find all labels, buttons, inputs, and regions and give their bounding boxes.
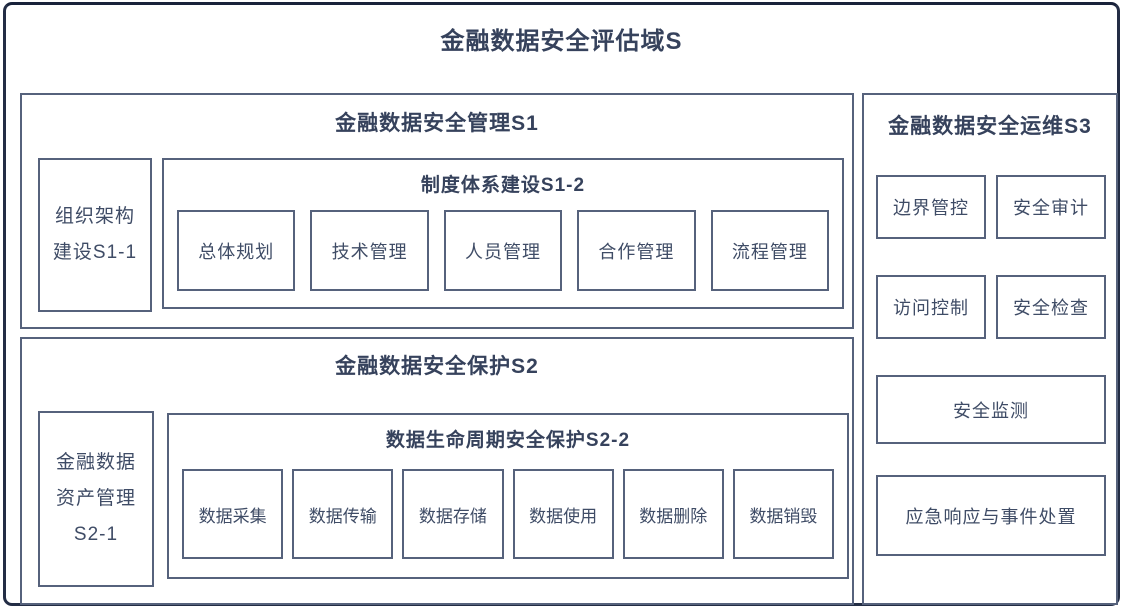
group-s1-2-items-row: 总体规划 技术管理 人员管理 合作管理 流程管理	[177, 210, 830, 291]
s3-item-security-monitoring: 安全监测	[876, 375, 1106, 444]
s2-2-item: 数据存储	[402, 469, 504, 559]
box-s2-1-data-asset-mgmt: 金融数据 资产管理 S2-1	[38, 411, 154, 587]
section-s3: 金融数据安全运维S3 边界管控 安全审计 访问控制 安全检查 安全监测 应急响应…	[862, 93, 1118, 605]
box-s1-1-org-structure: 组织架构 建设S1-1	[38, 158, 152, 312]
s1-2-item: 总体规划	[177, 210, 296, 291]
section-s1-title: 金融数据安全管理S1	[335, 112, 539, 135]
diagram-title: 金融数据安全评估域S	[440, 28, 683, 55]
box-s2-1-line: S2-1	[73, 524, 119, 546]
s2-2-item: 数据使用	[512, 469, 614, 559]
box-s1-1-line: 组织架构	[54, 205, 135, 227]
group-s2-2-title: 数据生命周期安全保护S2-2	[385, 430, 631, 451]
s3-item-access-control: 访问控制	[876, 275, 986, 339]
s2-2-item: 数据采集	[182, 469, 284, 559]
s3-item-incident-response: 应急响应与事件处置	[876, 475, 1106, 556]
group-s1-2-title: 制度体系建设S1-2	[420, 175, 586, 196]
box-s2-1-line: 资产管理	[55, 487, 136, 509]
diagram-frame: 金融数据安全评估域S 金融数据安全管理S1 组织架构 建设S1-1 制度体系建设…	[3, 2, 1120, 606]
box-s1-1-line: 建设S1-1	[52, 242, 138, 263]
box-s2-1-line: 金融数据	[55, 451, 136, 473]
s1-2-item: 流程管理	[710, 210, 830, 291]
section-s3-title: 金融数据安全运维S3	[888, 115, 1092, 138]
s1-2-item: 人员管理	[443, 210, 563, 291]
s2-2-item: 数据销毁	[732, 469, 835, 559]
s1-2-item: 技术管理	[310, 210, 429, 291]
section-s2: 金融数据安全保护S2 金融数据 资产管理 S2-1 数据生命周期安全保护S2-2…	[20, 337, 854, 605]
group-s1-2-policy-system: 制度体系建设S1-2 总体规划 技术管理 人员管理 合作管理 流程管理	[162, 158, 844, 309]
section-s2-title: 金融数据安全保护S2	[335, 355, 539, 378]
s2-2-item: 数据删除	[622, 469, 724, 559]
s2-2-item: 数据传输	[292, 469, 394, 559]
group-s2-2-lifecycle-protection: 数据生命周期安全保护S2-2 数据采集 数据传输 数据存储 数据使用 数据删除 …	[167, 413, 849, 579]
group-s2-2-items-row: 数据采集 数据传输 数据存储 数据使用 数据删除 数据销毁	[182, 469, 835, 559]
s3-item-security-audit: 安全审计	[996, 175, 1106, 239]
s1-2-item: 合作管理	[577, 210, 696, 291]
s3-item-security-inspection: 安全检查	[996, 275, 1106, 339]
section-s1: 金融数据安全管理S1 组织架构 建设S1-1 制度体系建设S1-2 总体规划 技…	[20, 93, 854, 329]
s3-item-boundary-control: 边界管控	[876, 175, 986, 239]
